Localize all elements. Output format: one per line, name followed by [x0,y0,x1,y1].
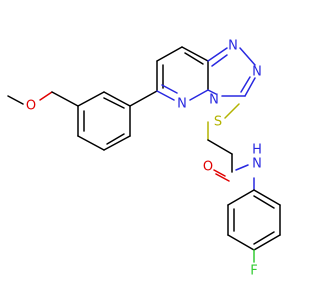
atom-label-s: S [214,115,222,130]
atom-label-n-right: N [252,65,262,80]
oxygen-label: O [26,99,36,114]
triazole-ring [207,47,256,97]
fluorine-label: F [250,264,257,279]
atom-label-f: F [250,264,257,279]
atom-label-o-carbonyl: O [203,160,213,175]
acetamide-group [207,139,255,191]
molecule-structure: O N N N N S O N H F [7,39,281,279]
atom-label-n-pyridazine: N [177,97,187,112]
nitrogen-label: N [177,97,187,112]
atom-label-n-top: N [228,39,238,54]
methoxy-group [7,91,53,105]
nitrogen-label: N [209,93,219,108]
nitrogen-label: N [252,65,262,80]
methoxyphenyl-ring [51,91,131,151]
nitrogen-label: N [252,157,262,172]
pyridazine-ring [156,46,209,101]
sulfur-label: S [214,115,222,130]
hydrogen-label: H [252,143,262,158]
fluorophenyl-ring [227,189,281,263]
atom-label-n-fused: N [209,93,219,108]
nitrogen-label: N [228,39,238,54]
atom-label-o-methoxy: O [26,99,36,114]
oxygen-label: O [203,160,213,175]
aryl-link-bond [129,90,158,107]
thioether-chain [207,103,240,141]
atom-label-nh: N H [252,143,262,172]
